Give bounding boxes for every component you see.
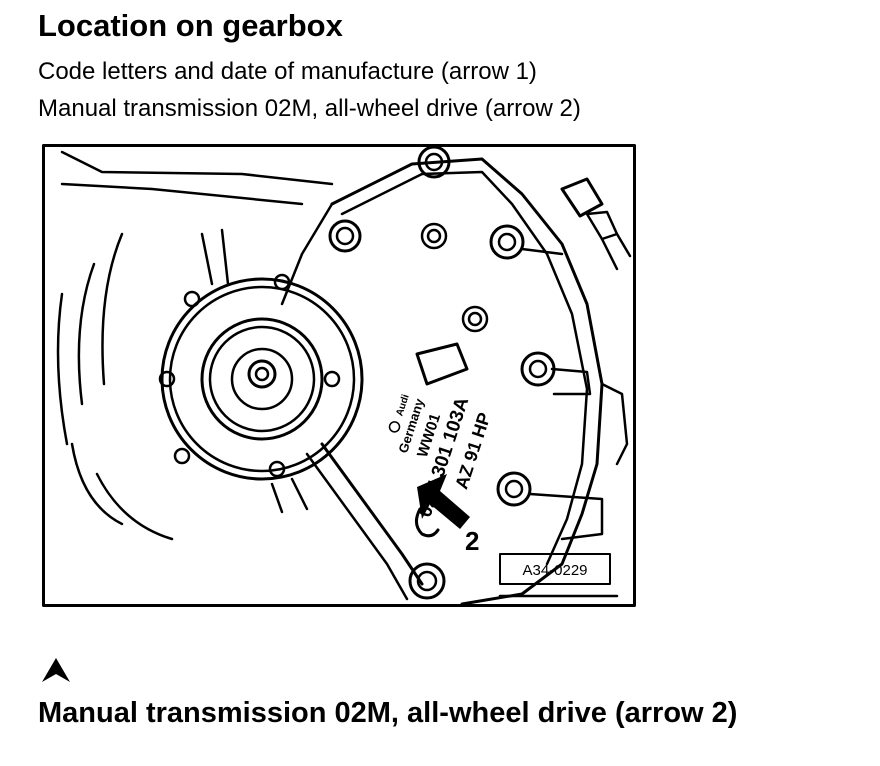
reference-box [499,553,611,585]
arrow-2-label: 2 [465,526,479,556]
figure-frame [42,144,636,607]
gearbox-illustration: Audi Germany WW01 02M 301 103A AZ 91 HP … [42,144,636,607]
cover-bolts [328,145,556,600]
description-line-2: Manual transmission 02M, all-wheel drive… [38,95,581,122]
reference-label: A34-0229 [522,562,587,579]
description-line-1: Code letters and date of manufacture (ar… [38,58,537,85]
caption: Manual transmission 02M, all-wheel drive… [38,697,738,729]
arrow-2 [415,474,470,538]
page-title: Location on gearbox [38,8,343,43]
triangle-marker-icon [40,655,72,685]
